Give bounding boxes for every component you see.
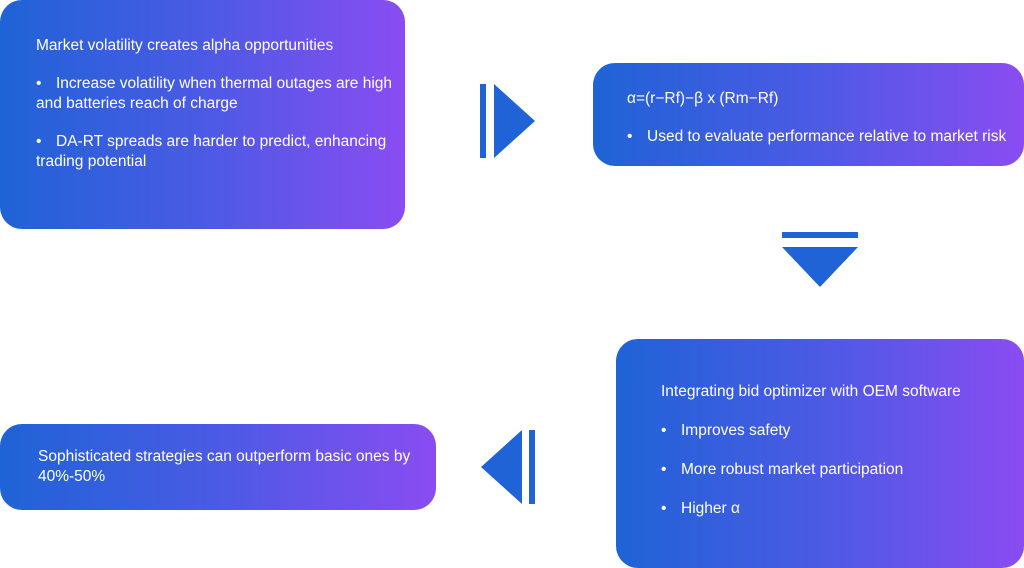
bullet-text: Used to evaluate performance relative to…: [647, 128, 1007, 145]
list-item: •DA-RT spreads are harder to predict, en…: [36, 132, 395, 172]
right-arrow-icon: [480, 84, 535, 158]
down-arrow-icon: [782, 232, 858, 287]
alpha-formula-box: α=(r−Rf)−β x (Rm−Rf) • Used to evaluate p…: [593, 63, 1024, 166]
bullet-icon: •: [661, 422, 667, 439]
list-item: •Increase volatility when thermal outage…: [36, 74, 395, 114]
bullet-text: Improves safety: [681, 422, 791, 439]
bullet-icon: •: [627, 128, 633, 145]
left-arrow-icon: [481, 430, 535, 504]
bullet-icon: •: [661, 461, 667, 478]
optimizer-heading: Integrating bid optimizer with OEM softw…: [661, 383, 961, 400]
volatility-bullet-list: •Increase volatility when thermal outage…: [36, 74, 395, 172]
alpha-bullet-list: • Used to evaluate performance relative t…: [627, 127, 1014, 147]
optimizer-bullet-list: • Improves safety • More robust market par…: [661, 421, 1014, 519]
strategies-text: Sophisticated strategies can outperform …: [38, 448, 411, 485]
bullet-icon: •: [36, 133, 42, 150]
bullet-text: DA-RT spreads are harder to predict, enh…: [36, 133, 387, 170]
volatility-heading: Market volatility creates alpha opportun…: [36, 37, 334, 54]
list-item: • Used to evaluate performance relative t…: [627, 127, 1014, 147]
bullet-text: Higher α: [681, 500, 740, 517]
bullet-icon: •: [36, 75, 42, 92]
strategies-box: Sophisticated strategies can outperform …: [0, 424, 436, 510]
list-item: • More robust market participation: [661, 460, 1014, 480]
bid-optimizer-box: Integrating bid optimizer with OEM softw…: [616, 339, 1024, 568]
bullet-text: More robust market participation: [681, 461, 904, 478]
list-item: • Higher α: [661, 499, 1014, 519]
list-item: • Improves safety: [661, 421, 1014, 441]
alpha-formula: α=(r−Rf)−β x (Rm−Rf): [627, 90, 779, 107]
volatility-box: Market volatility creates alpha opportun…: [0, 0, 405, 229]
bullet-text: Increase volatility when thermal outages…: [36, 75, 393, 112]
bullet-icon: •: [661, 500, 667, 517]
